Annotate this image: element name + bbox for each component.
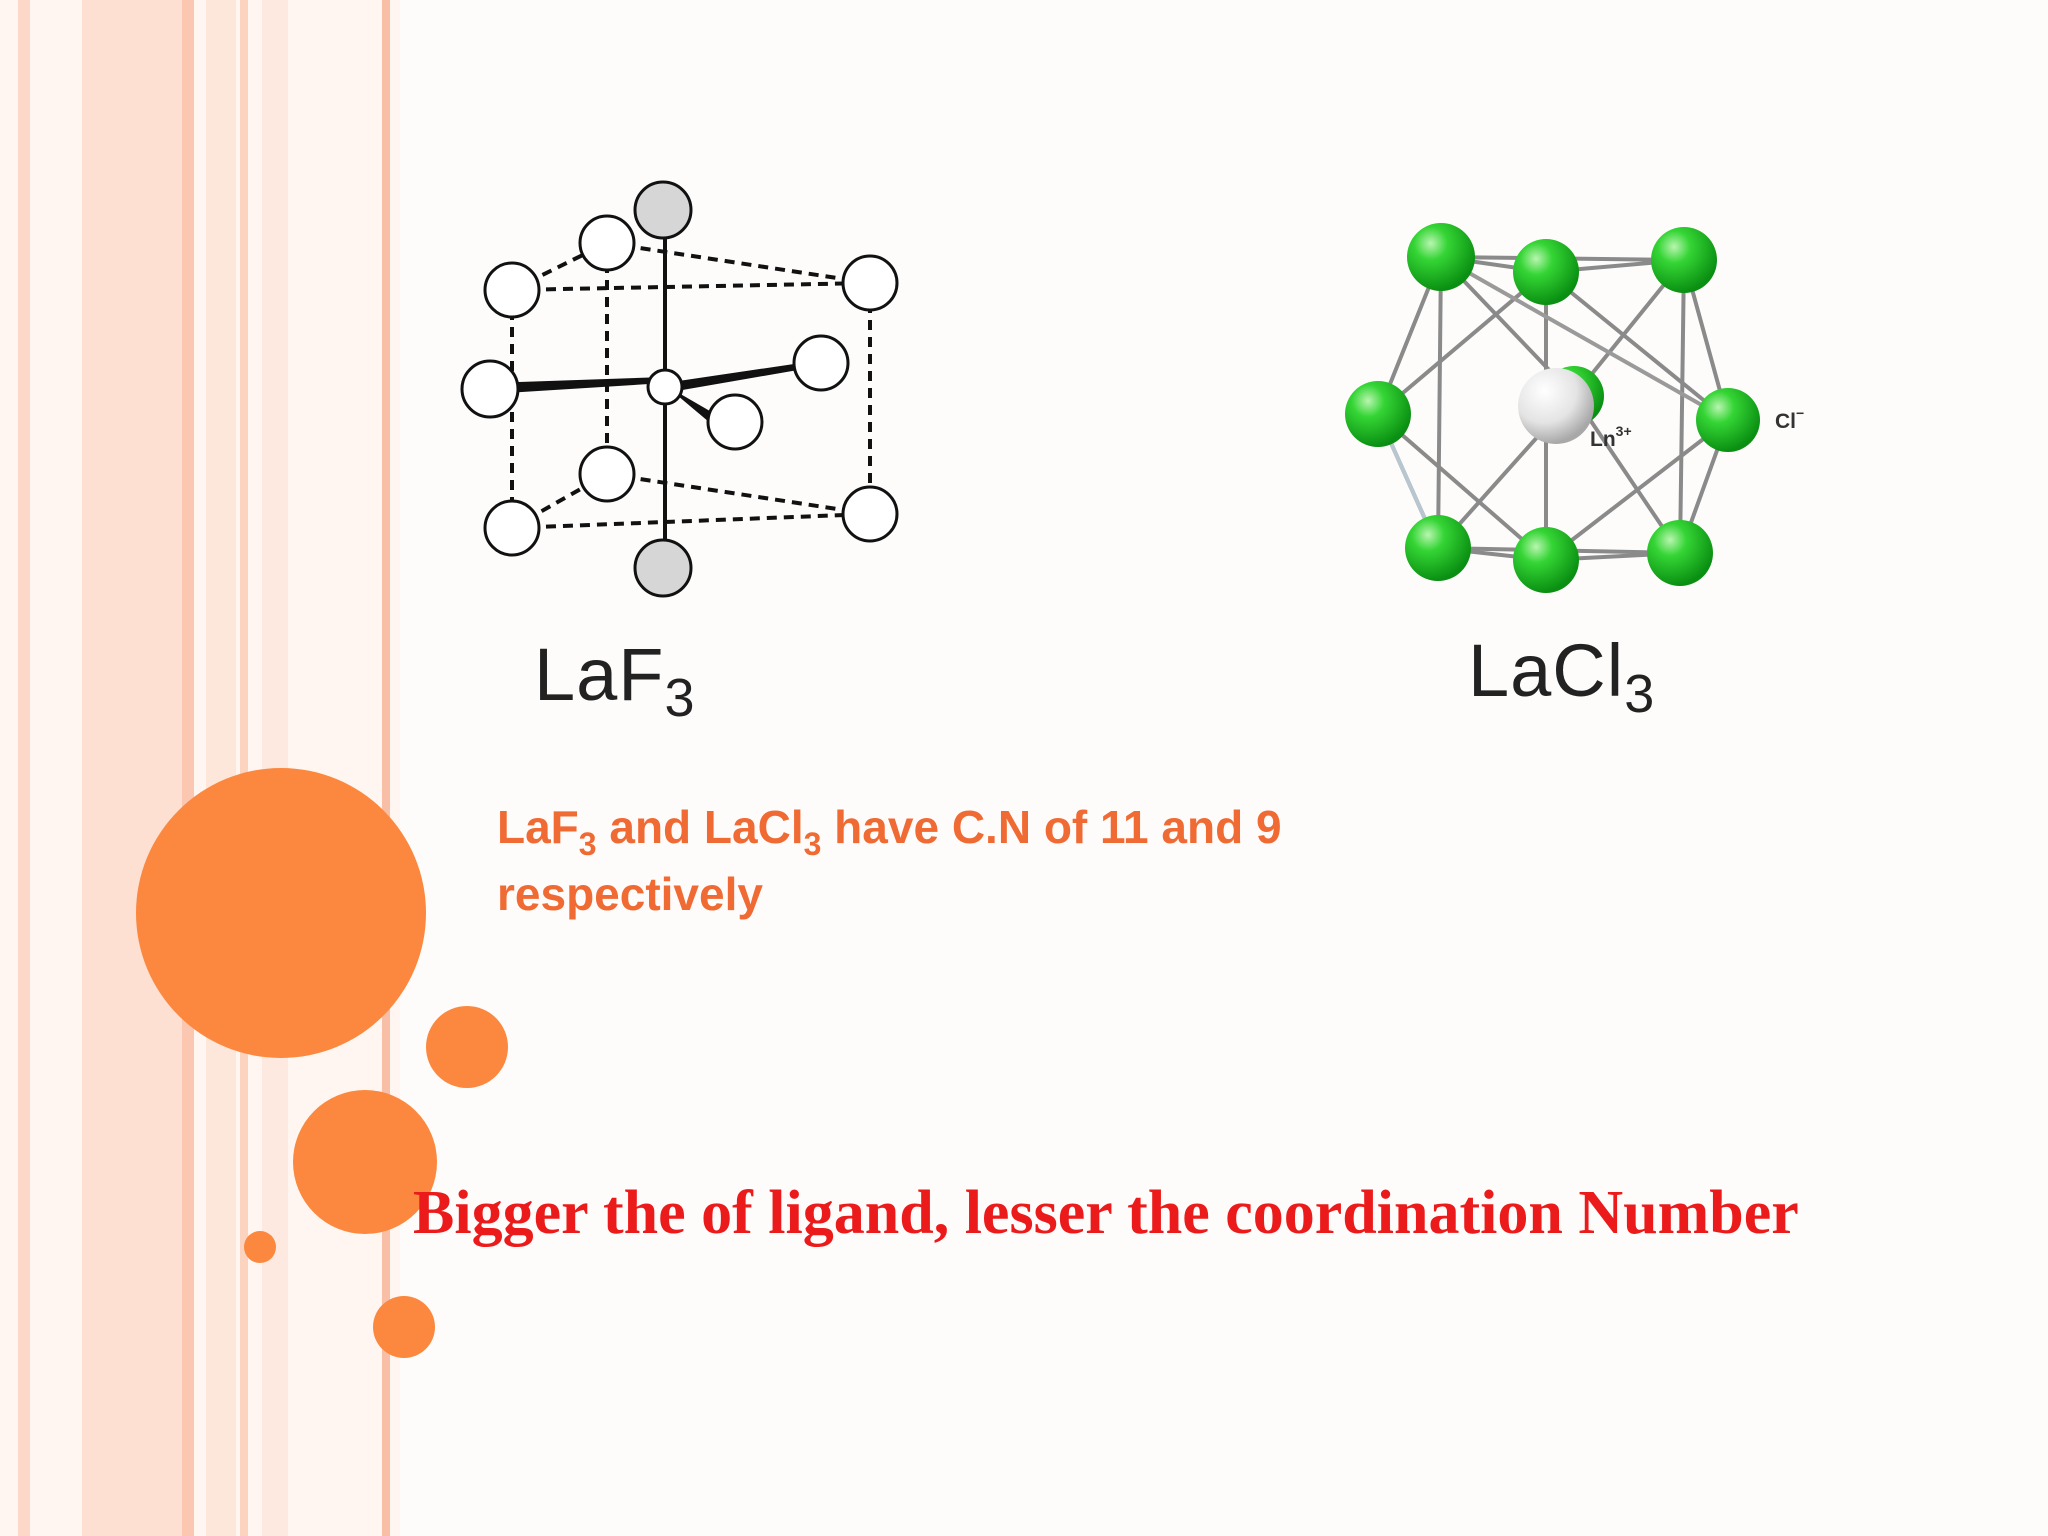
lacl3-formula-subscript: 3 — [1624, 664, 1656, 724]
laf3-formula-main: LaF — [534, 633, 665, 716]
lacl3-formula-main: LaCl — [1468, 629, 1625, 712]
laf3-formula-label: LaF3 — [534, 632, 696, 728]
svg-text:Ln3+: Ln3+ — [1590, 423, 1632, 451]
decorative-circle-medium-large — [293, 1090, 437, 1234]
statement-subscript-2: 3 — [803, 826, 822, 862]
statement-part-1: LaF — [497, 801, 579, 853]
decorative-stripes — [0, 0, 400, 1536]
decorative-circle-large — [136, 768, 426, 1058]
lacl3-anion-charge: − — [1796, 405, 1804, 421]
decorative-circle-small — [373, 1296, 435, 1358]
decorative-circle-tiny — [244, 1231, 276, 1263]
lacl3-anion-label: Cl — [1775, 410, 1796, 433]
statement-part-2: and LaCl — [596, 801, 804, 853]
statement-part-3: have C.N of 11 and 9 respectively — [497, 801, 1282, 920]
lacl3-formula-label: LaCl3 — [1468, 628, 1655, 724]
statement-subscript-1: 3 — [578, 826, 597, 862]
svg-text:Cl−: Cl− — [1775, 405, 1804, 433]
laf3-structure-diagram — [460, 180, 899, 598]
conclusion-text: Bigger the of ligand, lesser the coordin… — [413, 1179, 1799, 1247]
lacl3-structure-diagram: Ln3+ Cl− — [1345, 223, 1804, 593]
lacl3-cation-label: Ln — [1590, 428, 1616, 451]
laf3-formula-subscript: 3 — [664, 668, 696, 728]
lacl3-cation-charge: 3+ — [1616, 423, 1632, 439]
coordination-number-statement: LaF3 and LaCl3 have C.N of 11 and 9 resp… — [497, 796, 1417, 925]
decorative-circle-medium — [426, 1006, 508, 1088]
